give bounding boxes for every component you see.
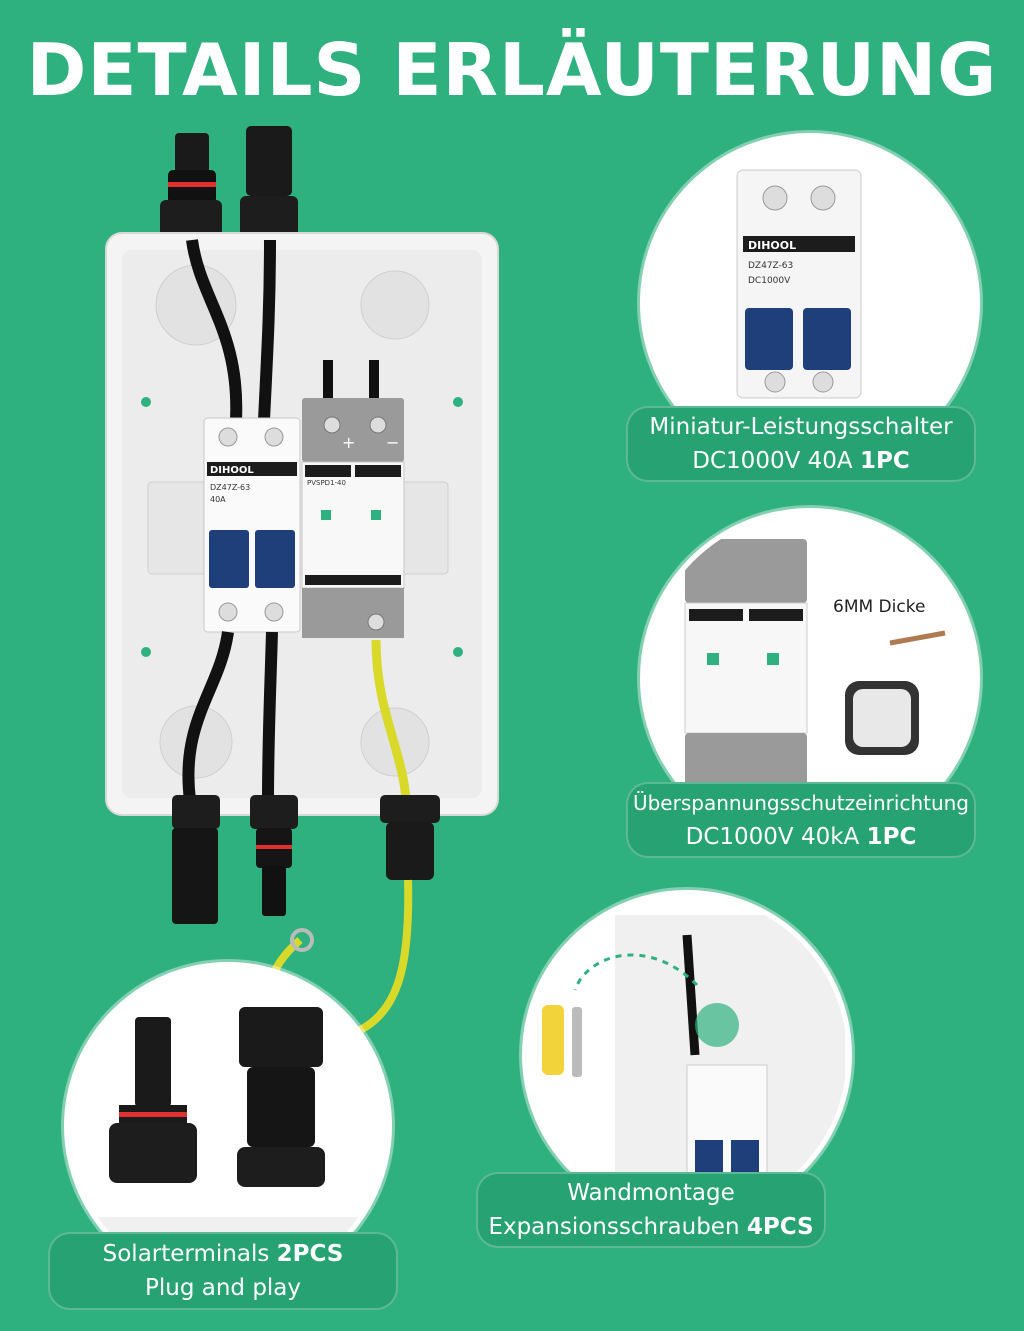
screws-image bbox=[542, 915, 845, 1215]
bottom-connector-left bbox=[172, 795, 220, 924]
spd-thickness-note: 6MM Dicke bbox=[833, 597, 926, 617]
spd-model: PVSPD1-40 bbox=[307, 479, 346, 487]
spd-minus: − bbox=[386, 433, 399, 452]
breaker-label-qty: 1PC bbox=[859, 448, 910, 474]
breaker-model: DZ47Z-63 bbox=[210, 483, 250, 492]
breaker-label-line1: Miniatur-Leistungsschalter bbox=[649, 414, 953, 440]
screws-label-text: Expansionsschrauben bbox=[488, 1214, 747, 1240]
terminals-label-line2: Plug and play bbox=[144, 1275, 302, 1301]
terminals-label-text: Solarterminals bbox=[102, 1241, 277, 1267]
screws-label-line1: Wandmontage bbox=[567, 1180, 735, 1206]
breaker-detail-model: DZ47Z-63 bbox=[748, 261, 793, 271]
breaker-label: Miniatur-Leistungsschalter DC1000V 40A 1… bbox=[626, 406, 976, 482]
breaker-detail-brand: DIHOOL bbox=[748, 239, 796, 252]
bottom-connector-right bbox=[250, 795, 298, 916]
screws-label-qty: 4PCS bbox=[746, 1214, 814, 1240]
top-connector-right bbox=[240, 126, 298, 240]
breaker-brand: DIHOOL bbox=[210, 465, 254, 476]
spd-label-qty: 1PC bbox=[866, 824, 917, 850]
cable-gland bbox=[380, 795, 440, 880]
screws-detail-circle bbox=[522, 890, 852, 1220]
spd-image bbox=[684, 539, 946, 789]
spd-label-line1: Überspannungsschutzeinrichtung bbox=[632, 791, 970, 815]
terminals-label: Solarterminals 2PCS Plug and play bbox=[48, 1232, 398, 1310]
terminals-label-qty: 2PCS bbox=[276, 1241, 344, 1267]
breaker-detail-voltage: DC1000V bbox=[748, 276, 791, 286]
page-title: DETAILS ERLÄUTERUNG bbox=[26, 28, 998, 112]
breaker-label-spec: DC1000V 40A bbox=[692, 448, 860, 474]
spd-plus: + bbox=[342, 433, 355, 452]
spd-label: Überspannungsschutzeinrichtung DC1000V 4… bbox=[626, 782, 976, 858]
top-connector-left bbox=[160, 133, 222, 240]
breaker-rating: 40A bbox=[210, 495, 226, 504]
breaker-image: DIHOOL DZ47Z-63 DC1000V bbox=[736, 169, 862, 399]
spd-label-spec: DC1000V 40kA bbox=[685, 824, 867, 850]
screws-label: Wandmontage Expansionsschrauben 4PCS bbox=[476, 1172, 826, 1248]
